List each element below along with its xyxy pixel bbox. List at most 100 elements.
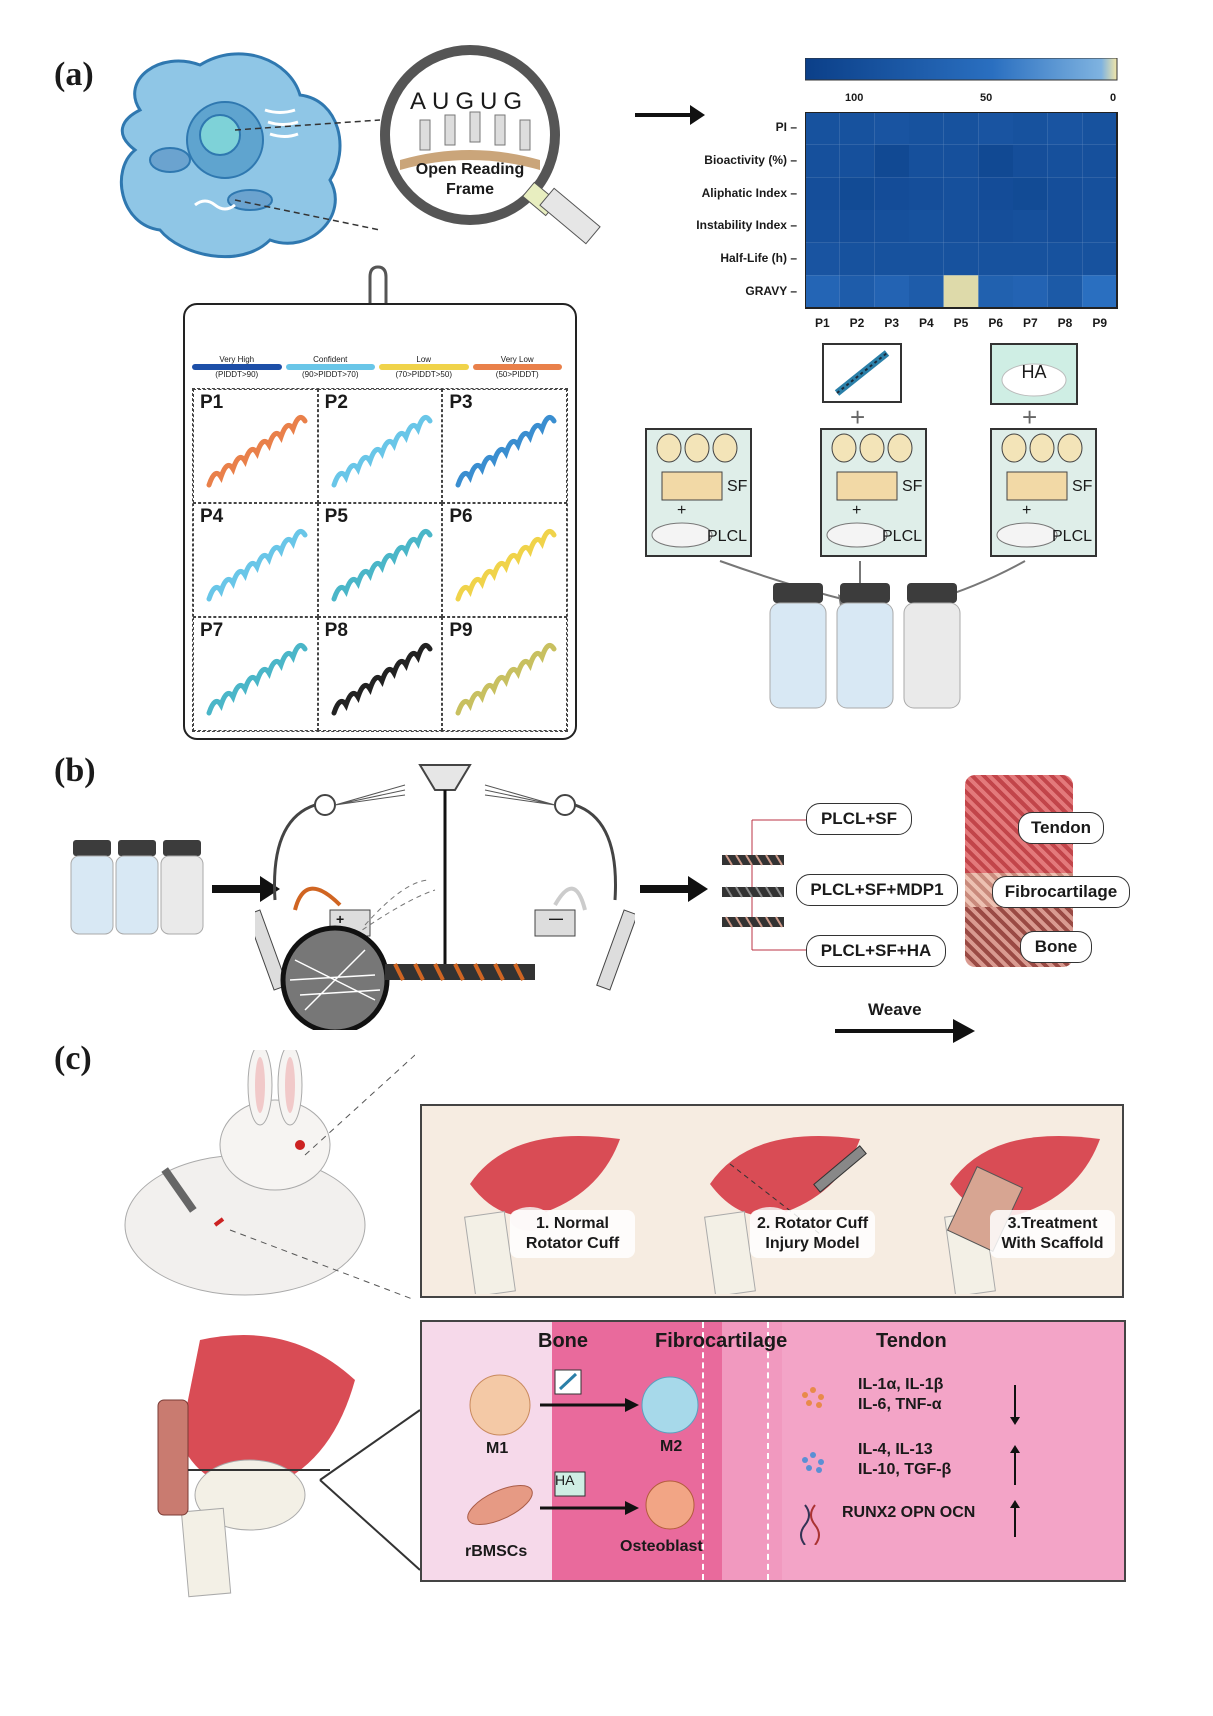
plddt-legend-name: Low (416, 355, 432, 364)
plddt-legend-range: (PIDDT>90) (215, 370, 259, 379)
peptide-structure-icon (331, 642, 433, 716)
heatmap-cell (1013, 210, 1048, 243)
heatmap-cell (839, 210, 875, 243)
peptide-cell: P5 (317, 503, 443, 617)
panel-label-b: (b) (54, 752, 96, 789)
plcl-label: PLCL (882, 528, 923, 545)
heatmap-cell (839, 242, 875, 276)
peptide-structure-icon (455, 414, 557, 488)
plus-sign-2: + (850, 402, 866, 432)
cytokines-up-1: IL-4, IL-13 (858, 1441, 933, 1458)
plddt-legend-bar (472, 364, 562, 370)
sf-label: SF (902, 478, 923, 495)
fiber-label-plcl-sf: PLCL+SF (806, 803, 912, 835)
heatmap-col-label: P4 (918, 316, 934, 330)
plddt-legend-bar (379, 364, 469, 370)
heatmap-row-label: Bioactivity (%) – (704, 153, 797, 167)
minus-terminal: — (549, 910, 563, 926)
formulation-box: SF+PLCL (645, 428, 752, 557)
peptide-structure-icon (331, 414, 433, 488)
zoom-lines (234, 119, 381, 231)
heatmap-row-label: PI – (775, 120, 797, 135)
heatmap-col-label: P9 (1092, 316, 1107, 330)
heatmap-cell (874, 177, 909, 210)
ha-badge-label: HA (555, 1472, 575, 1488)
colorbar-tick-0: 0 (1110, 92, 1117, 104)
panel-label-c: (c) (54, 1040, 92, 1077)
heatmap-cell (909, 112, 944, 145)
heatmap-cell (978, 210, 1013, 243)
plddt-legend-item: Confident(90>PIDDT>70) (285, 355, 375, 379)
panel-label-a: (a) (54, 56, 94, 93)
peptide-structure-icon (206, 642, 308, 716)
plddt-legend-range: (90>PIDDT>70) (302, 370, 359, 379)
peptide-label: P1 (200, 392, 224, 413)
plcl-label: PLCL (1052, 528, 1093, 545)
plus-sign: + (677, 502, 687, 519)
cytokines-down-1: IL-1α, IL-1β (858, 1376, 944, 1393)
heatmap-cell (1013, 112, 1048, 145)
genes-up: RUNX2 OPN OCN (842, 1504, 976, 1521)
cell-illustration (119, 52, 342, 259)
orf-bases: AUGUG (410, 88, 529, 115)
plcl-label: PLCL (707, 528, 748, 545)
heatmap-col-label: P2 (849, 316, 865, 330)
plus-sign: + (852, 502, 862, 519)
heatmap-cell (805, 112, 840, 145)
plddt-legend-name: Very High (219, 355, 255, 364)
heatmap-cell (1082, 210, 1117, 243)
heatmap-cell (839, 144, 875, 178)
peptide-label: P3 (449, 392, 473, 413)
heatmap-col-label: P1 (814, 316, 830, 330)
plddt-legend-range: (70>PIDDT>50) (395, 370, 452, 379)
plddt-legend-bar (285, 364, 375, 370)
heatmap-cell (805, 242, 840, 276)
peptide-structure-icon (331, 528, 433, 602)
heatmap-cell (805, 177, 840, 210)
heatmap-cell (1047, 242, 1083, 276)
heatmap-cell (943, 210, 979, 243)
heatmap (805, 112, 1118, 309)
heatmap-cell (978, 242, 1013, 276)
heatmap-cell (943, 242, 979, 276)
heatmap-cell (1082, 177, 1117, 210)
heatmap-col-label: P8 (1057, 316, 1073, 330)
peptide-cell: P6 (442, 503, 567, 617)
plus-sign-3: + (1022, 402, 1038, 432)
plddt-legend-range: (50>PIDDT) (495, 370, 539, 379)
layer-fibrocartilage: Fibrocartilage (992, 876, 1130, 908)
label-m1: M1 (486, 1440, 509, 1457)
peptide-label: P5 (324, 506, 348, 527)
heatmap-cell (1047, 112, 1083, 145)
layer-tendon: Tendon (1018, 812, 1104, 844)
vial-1 (769, 583, 827, 709)
cytokines-down-2: IL-6, TNF-α (858, 1396, 942, 1413)
heatmap-cell (943, 144, 979, 178)
label-fibrocartilage: Fibrocartilage (655, 1330, 788, 1352)
heatmap-cell (1047, 144, 1083, 178)
heatmap-cell (839, 112, 875, 145)
magnifier-icon (380, 45, 601, 245)
heatmap-cell (943, 275, 979, 308)
heatmap-cell (943, 177, 979, 210)
plddt-clipboard (183, 303, 577, 740)
heatmap-cell (978, 177, 1013, 210)
heatmap-cell (805, 210, 840, 243)
plddt-legend-name: Very Low (500, 355, 534, 364)
peptide-label: P2 (324, 392, 348, 413)
callout-lines (319, 1409, 421, 1571)
heatmap-cell (978, 144, 1013, 178)
mdp1-fiber-icon (822, 343, 902, 403)
vials-b (70, 840, 204, 935)
plddt-legend-item: Very High (PIDDT>90) (192, 355, 282, 379)
heatmap-cell (1082, 242, 1117, 276)
heatmap-col-label: P7 (1022, 316, 1038, 330)
arrow-right-icon (635, 105, 705, 125)
heatmap-cell (805, 275, 840, 308)
sf-label: SF (1072, 478, 1093, 495)
ha-label: HA (1021, 362, 1047, 382)
vials-a (769, 583, 961, 709)
